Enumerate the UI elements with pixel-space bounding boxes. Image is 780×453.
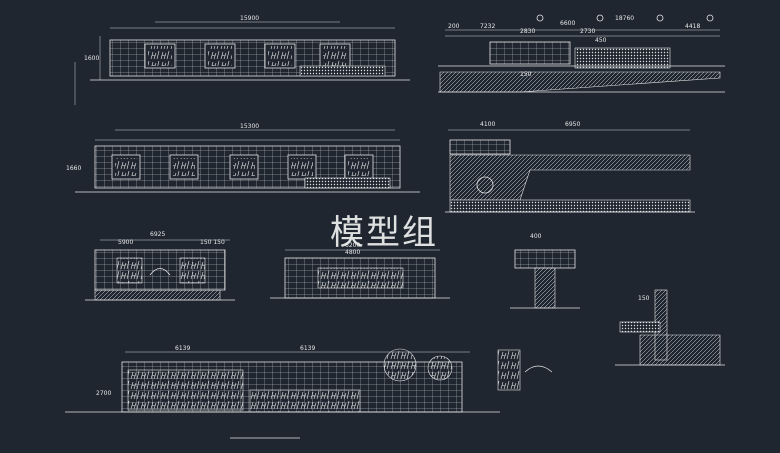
svg-text:150: 150 xyxy=(638,295,650,302)
svg-text:6600: 6600 xyxy=(560,20,575,27)
svg-text:6925: 6925 xyxy=(150,231,165,238)
elev2-width-label: 15300 xyxy=(240,123,259,130)
svg-text:5900: 5900 xyxy=(118,239,133,246)
svg-text:2830: 2830 xyxy=(520,28,535,35)
svg-text:2700: 2700 xyxy=(96,390,111,397)
svg-text:200: 200 xyxy=(448,23,460,30)
elev2-height-label: 1660 xyxy=(66,165,81,172)
pool-section: 4100 6950 xyxy=(445,121,695,213)
svg-text:150: 150 xyxy=(520,71,532,78)
svg-text:2730: 2730 xyxy=(580,28,595,35)
svg-text:4100: 4100 xyxy=(480,121,495,128)
svg-text:4800: 4800 xyxy=(345,249,360,256)
elevation-1: 15900 1600 xyxy=(74,15,410,105)
svg-text:450: 450 xyxy=(595,37,607,44)
wall-elevation: 6200 4800 xyxy=(270,242,450,299)
svg-text:18760: 18760 xyxy=(615,15,634,22)
bottom-elevation: 6139 6139 2700 xyxy=(65,345,553,439)
svg-text:6950: 6950 xyxy=(565,121,580,128)
elevation-2: 15300 1660 xyxy=(66,123,420,193)
svg-text:400: 400 xyxy=(530,233,542,240)
watermark-text: 模型组 xyxy=(330,213,438,253)
svg-text:7232: 7232 xyxy=(480,23,495,30)
svg-text:6139: 6139 xyxy=(300,345,315,352)
pool-elevation: 6925 5900 150 150 xyxy=(85,231,235,301)
elev1-height-label: 1600 xyxy=(84,55,99,62)
section-drawing: 200 7232 6600 18760 2830 2730 4418 450 1… xyxy=(438,14,725,93)
small-detail: 400 xyxy=(510,233,580,309)
svg-text:6139: 6139 xyxy=(175,345,190,352)
elev1-width-label: 15900 xyxy=(240,15,259,22)
svg-text:6200: 6200 xyxy=(345,242,360,249)
svg-text:150 150: 150 150 xyxy=(200,239,225,246)
step-detail: 150 xyxy=(615,289,725,366)
svg-text:4418: 4418 xyxy=(685,23,700,30)
